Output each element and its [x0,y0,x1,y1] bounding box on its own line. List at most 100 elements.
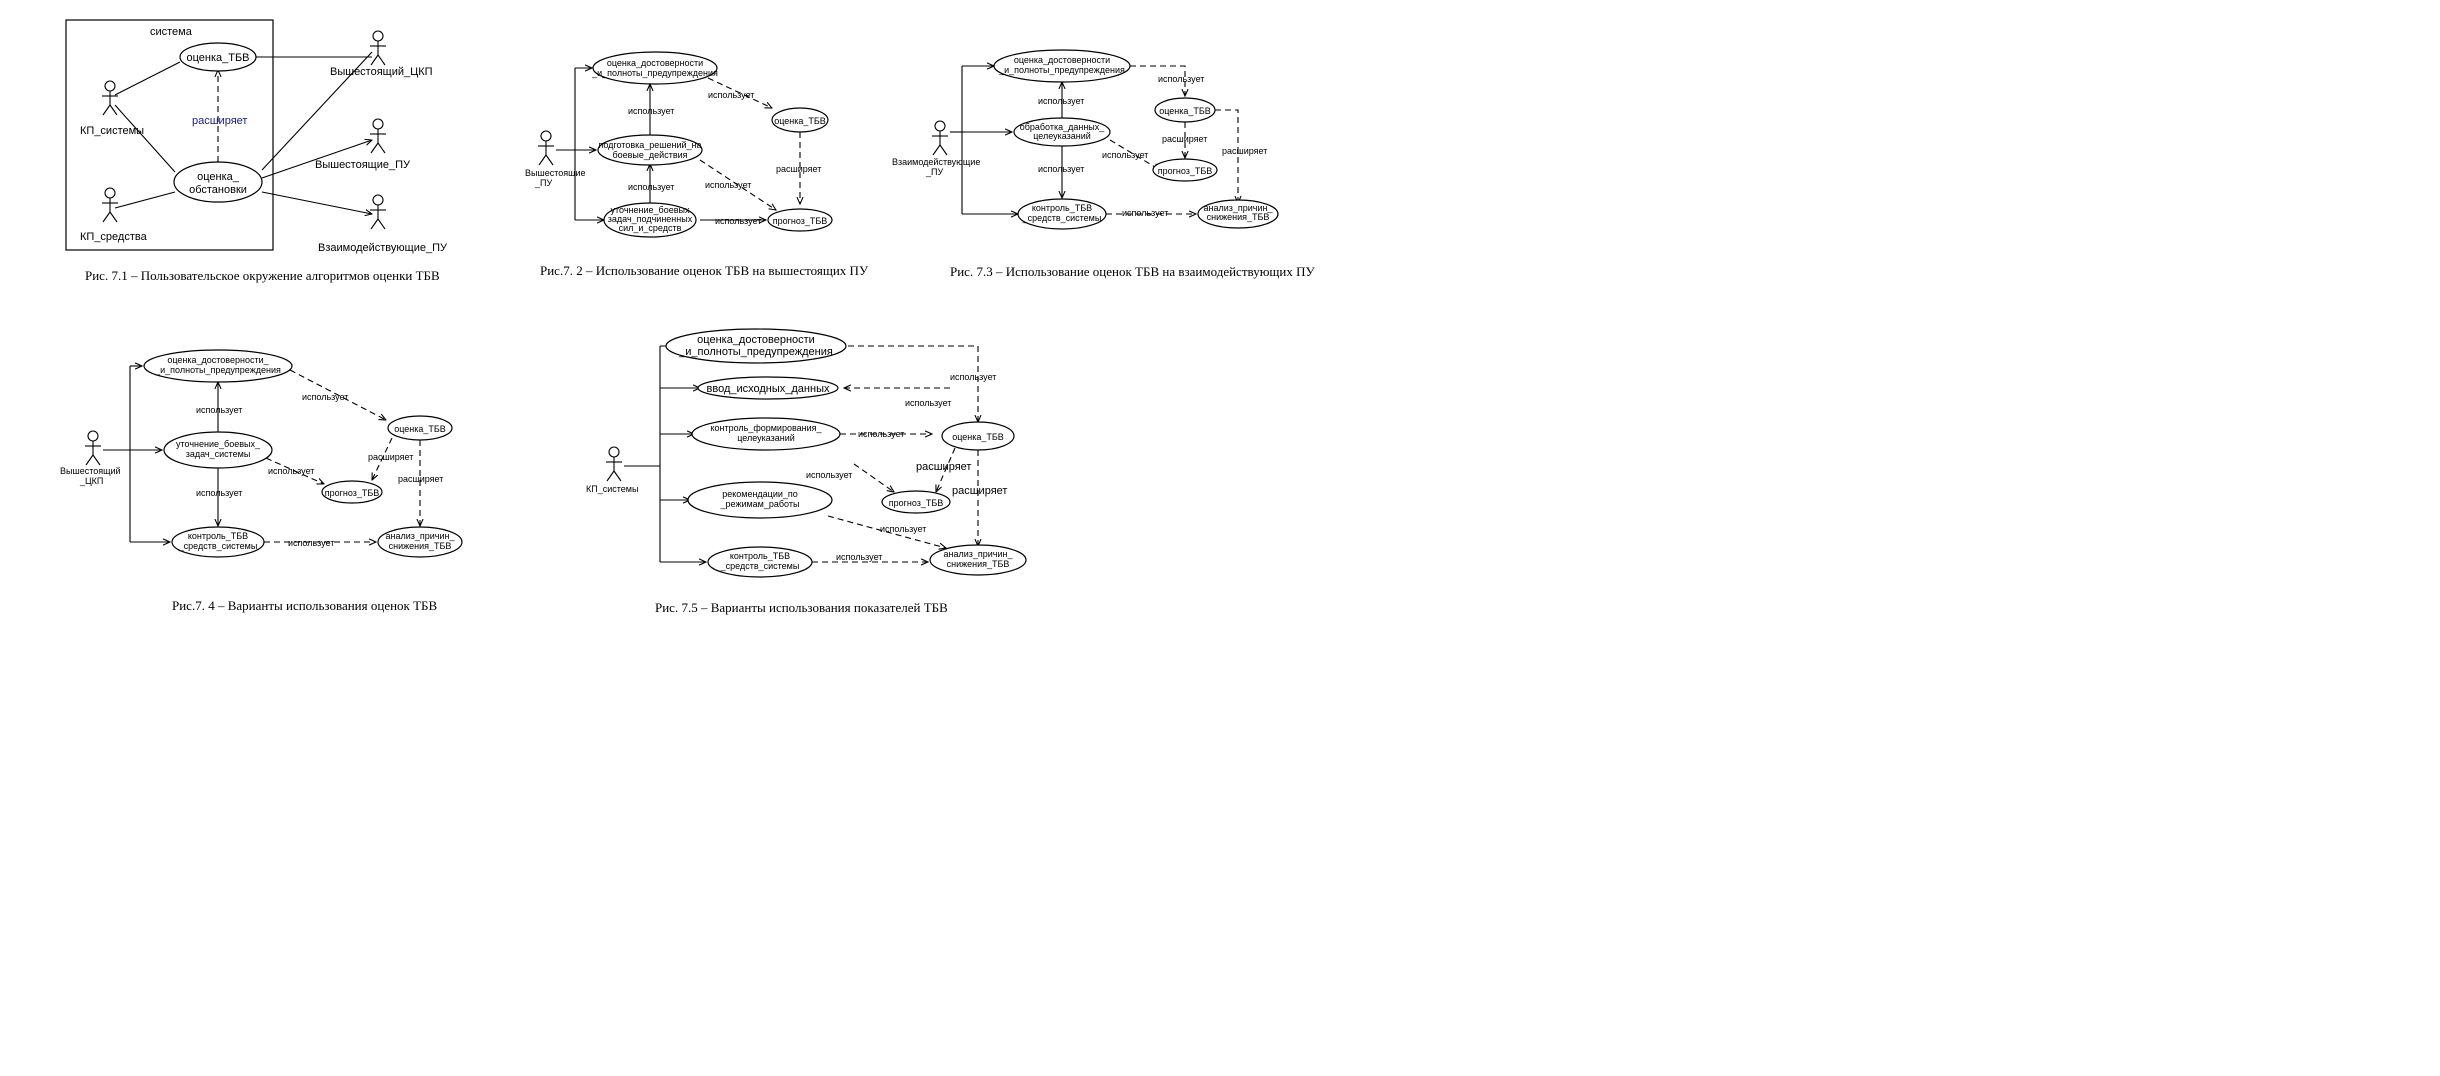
caption: Рис.7. 4 – Варианты использования оценок… [172,598,438,613]
relation-label: использует [1122,208,1168,218]
usecase-label: сил_и_средств [619,223,682,233]
usecase [1197,199,1279,229]
actor-icon [605,446,623,482]
usecase-label: прогноз_ТБВ [889,498,944,508]
actor-label: КП_средства [80,231,148,243]
actor-icon [101,187,119,223]
usecase-assess-situation [173,161,263,203]
usecase [592,51,718,85]
relation-label: использует [288,538,334,548]
usecase [929,544,1027,576]
actor-icon [101,80,119,116]
boundary-label: система [150,26,193,38]
usecase-label: _средств_системы [178,541,258,551]
actor-label: Вышестоящие [525,168,586,178]
usecase-label: прогноз_ТБВ [325,488,380,498]
relation-label: использует [1102,150,1148,160]
usecase-label: подготовка_решений_на [598,140,701,150]
usecase-label: прогноз_ТБВ [773,216,828,226]
relation-label: использует [905,398,951,408]
relation-label: использует [705,180,751,190]
relation-label: использует [836,552,882,562]
usecase-label: прогноз_ТБВ [1158,166,1213,176]
relation-label: расширяет [952,485,1007,497]
usecase-label: _средств_системы [720,561,800,571]
usecase [767,208,833,232]
usecase-label: боевые_действия [612,150,687,160]
usecase-label: оценка_достоверности [697,334,815,346]
relation-label: использует [708,90,754,100]
usecase [771,107,829,133]
relation-label: использует [880,524,926,534]
figure-1: система оценка_ТБВ оценка_ обстановки ра… [65,19,448,283]
usecase-label: снижения_ТБВ [389,541,452,551]
actor-icon [369,118,387,154]
usecase-assess-tbv [179,42,257,72]
usecase-label: целеуказаний [737,433,795,443]
relation-label: использует [196,405,242,415]
usecase-label: контроль_формирования_ [710,423,822,433]
actor-label: КП_системы [586,484,638,494]
actor-label: _ПУ [534,178,552,188]
usecase-label: обстановки [189,184,247,196]
caption: Рис. 7.5 – Варианты использования показа… [655,600,948,615]
relation-label: использует [628,106,674,116]
usecase [387,415,453,441]
usecase-label: оценка_ТБВ [186,52,249,64]
usecase [1017,198,1107,230]
usecase-label: оценка_ТБВ [774,116,826,126]
figure-3: Взаимодействующие _ПУ оценка_достовернос… [892,49,1316,279]
actor-icon [369,194,387,230]
actor-label: Вышестоящий_ЦКП [330,66,433,78]
relation-label: расширяет [776,164,821,174]
usecase [171,526,265,558]
usecase-label: оценка_достоверности [1014,55,1110,65]
usecase [881,490,951,514]
relation-label: расширяет [398,474,443,484]
actor-label: КП_системы [80,125,144,137]
actor-icon [931,120,949,156]
usecase [1152,158,1218,182]
relation-label: использует [302,392,348,402]
usecase-label: анализ_причин_ [386,531,456,541]
usecase [707,546,813,578]
usecase-label: анализ_причин_ [944,549,1014,559]
relation-label: использует [858,429,904,439]
usecase [603,202,697,238]
usecase-label: контроль_ТБВ [730,551,790,561]
usecase-label: обработка_данных_ [1020,122,1106,132]
relation-label: использует [1038,164,1084,174]
usecase-label: оценка_достоверности [607,58,703,68]
usecase [687,481,833,519]
usecase-label: оценка_ [197,171,240,183]
usecase-label: оценка_ТБВ [394,424,446,434]
usecase-label: _и_полноты_предупреждения [998,65,1125,75]
usecase-label: задач_системы [186,449,251,459]
usecase-label: оценка_ТБВ [952,432,1004,442]
relation-label: использует [806,470,852,480]
relation-label: расширяет [368,452,413,462]
caption: Рис. 7.3 – Использование оценок ТБВ на в… [950,264,1316,279]
actor-icon [369,30,387,66]
usecase [597,134,703,166]
system-boundary [65,19,274,251]
caption: Рис.7. 2 – Использование оценок ТБВ на в… [540,263,869,278]
usecase [697,376,839,400]
relation-label: расширяет [916,461,971,473]
usecase [163,431,273,469]
relation-label: использует [268,466,314,476]
usecase-label: контроль_ТБВ [188,531,248,541]
usecase-label: снижения_ТБВ [1207,212,1270,222]
usecase [691,417,841,451]
relation-label: использует [196,488,242,498]
caption: Рис. 7.1 – Пользовательское окружение ал… [85,268,440,283]
relation-label: использует [1038,96,1084,106]
usecase [941,421,1015,451]
actor-label: Взаимодействующие_ПУ [318,242,448,254]
usecase-label: _средств_системы [1022,213,1102,223]
usecase [143,349,293,383]
actor-icon [537,130,555,166]
extends-label: расширяет [192,115,247,127]
usecase-label: _режимам_работы [720,499,800,509]
figure-2: Вышестоящие _ПУ оценка_достоверности _и_… [525,51,869,278]
